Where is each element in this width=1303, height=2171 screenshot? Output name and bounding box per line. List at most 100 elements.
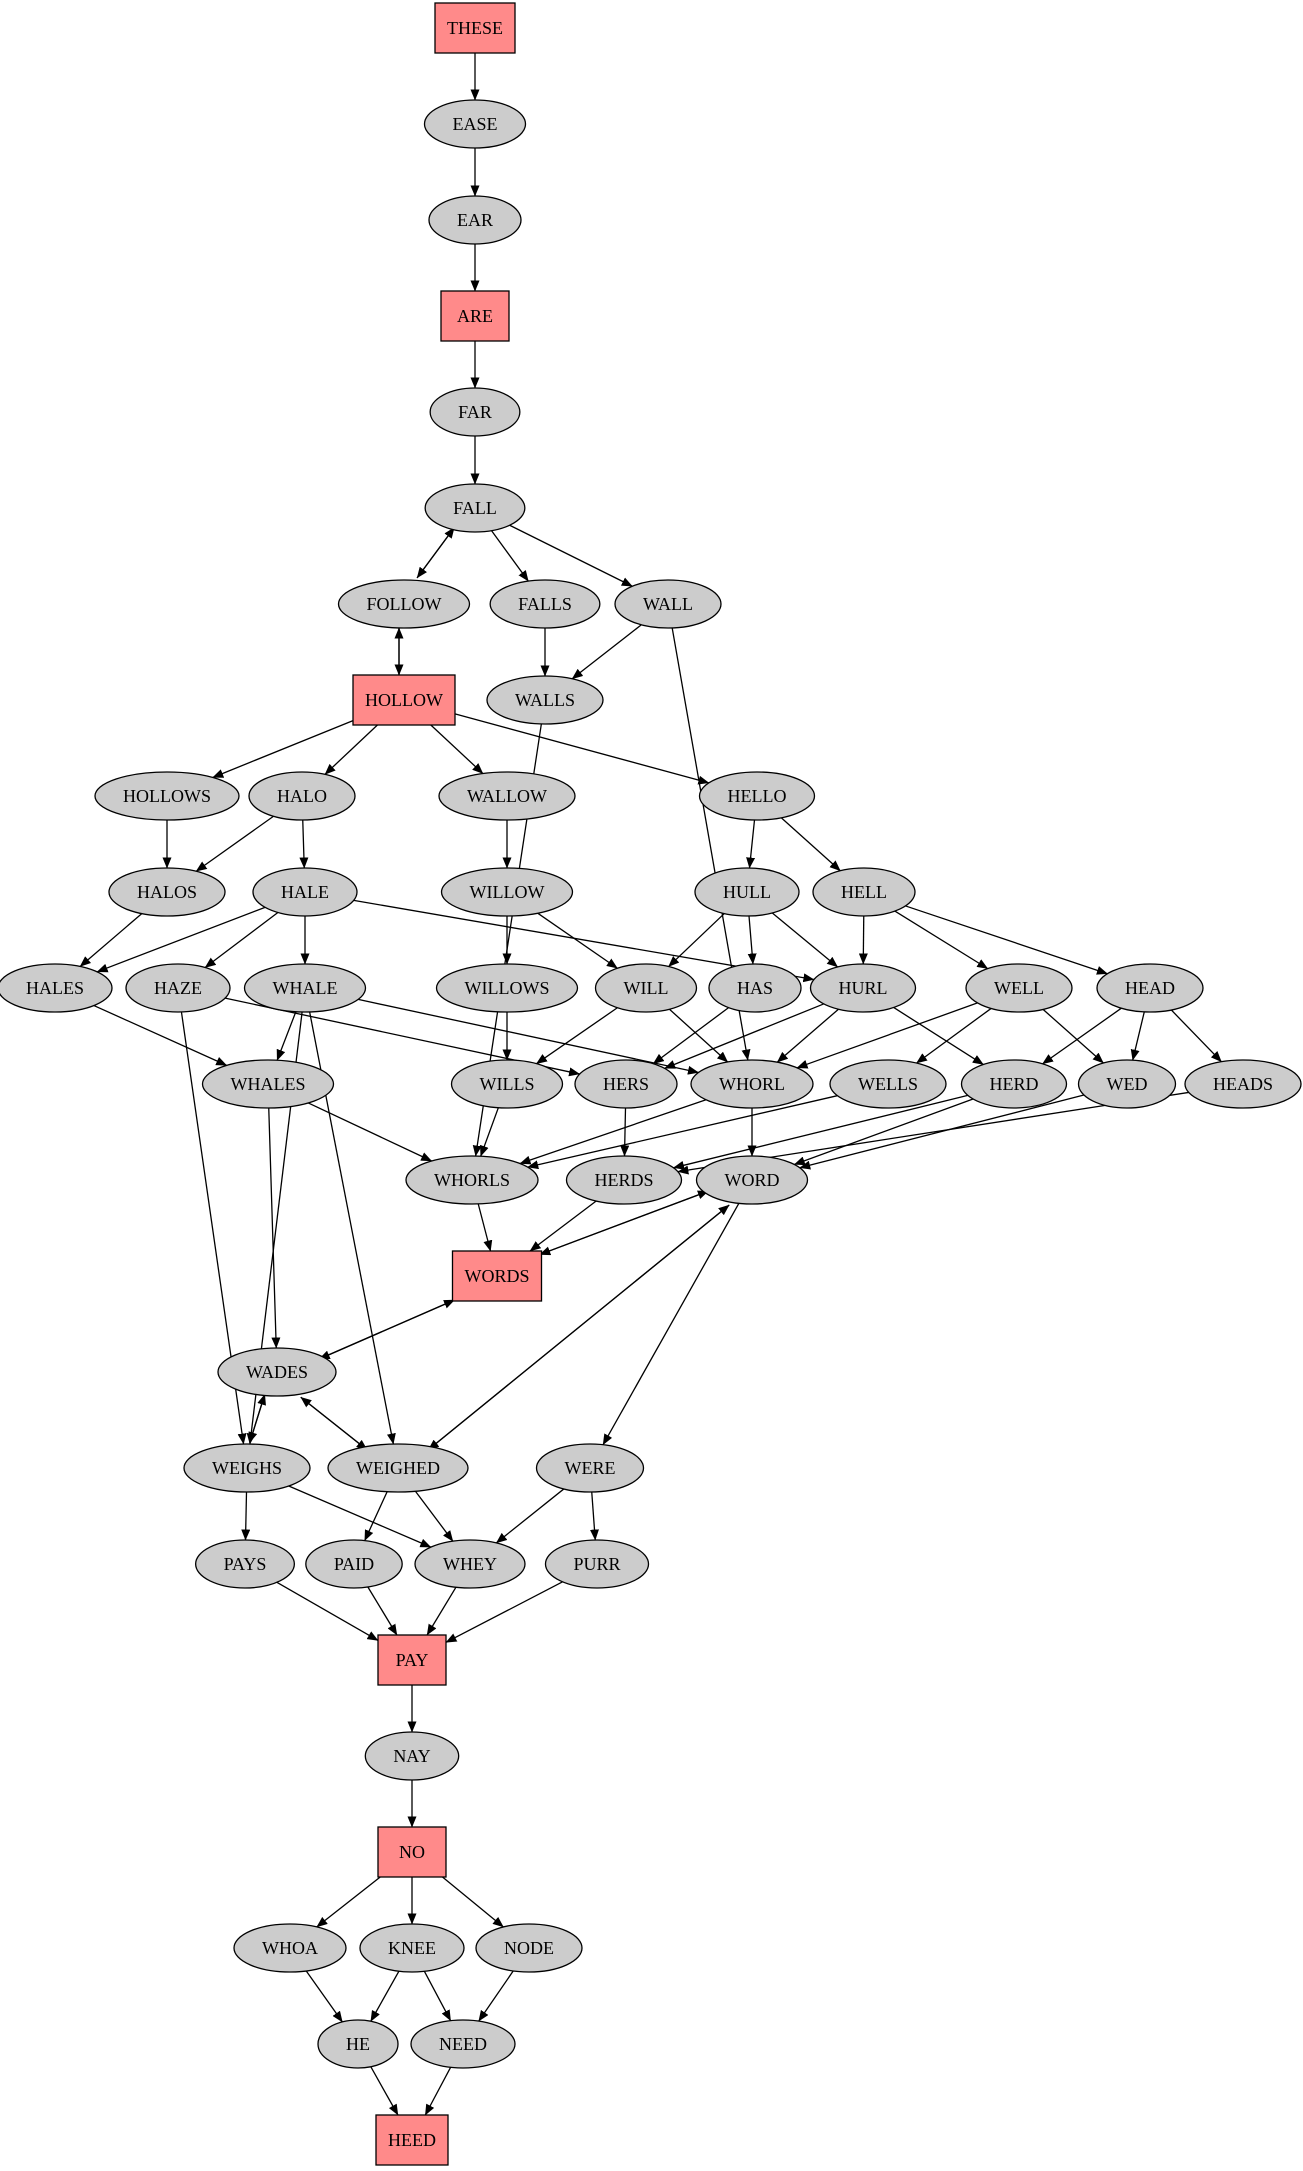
- edge-hell-to-well: [894, 910, 989, 970]
- edge-knee-to-need: [423, 1971, 452, 2022]
- node-haze: HAZE: [125, 963, 231, 1013]
- node-label-wades: WADES: [246, 1362, 308, 1382]
- node-label-willows: WILLOWS: [465, 978, 550, 998]
- edge-no-to-node: [442, 1876, 504, 1928]
- node-label-wall: WALL: [643, 594, 693, 614]
- node-ellipse-well: [965, 963, 1073, 1013]
- node-label-hale: HALE: [281, 882, 329, 902]
- node-box-are: [440, 290, 510, 342]
- node-label-has: HAS: [737, 978, 773, 998]
- edge-whale-to-whales: [276, 1011, 297, 1061]
- node-label-haze: HAZE: [154, 978, 202, 998]
- node-ellipse-willow: [440, 867, 574, 917]
- node-label-herd: HERD: [990, 1074, 1039, 1094]
- edge-hurl-to-herd: [893, 1006, 984, 1066]
- edge-follow-to-fall: [416, 527, 455, 579]
- edge-weighed-to-word: [427, 1204, 730, 1451]
- node-label-willow: WILLOW: [470, 882, 545, 902]
- node-label-hers: HERS: [603, 1074, 649, 1094]
- edge-paid-to-pay: [367, 1586, 398, 1636]
- node-label-hurl: HURL: [839, 978, 888, 998]
- node-label-hell: HELL: [841, 882, 887, 902]
- node-label-purr: PURR: [573, 1554, 620, 1574]
- node-ellipse-hale: [252, 867, 358, 917]
- node-ellipse-halo: [248, 771, 356, 821]
- node-willow: WILLOW: [440, 867, 574, 917]
- node-wed: WED: [1077, 1059, 1177, 1109]
- node-ellipse-he: [317, 2019, 399, 2069]
- node-label-whorls: WHORLS: [434, 1170, 510, 1190]
- node-no: NO: [377, 1826, 447, 1878]
- edge-hurl-to-whorl: [776, 1008, 839, 1063]
- node-far: FAR: [429, 387, 521, 437]
- node-wallow: WALLOW: [438, 771, 576, 821]
- edge-hell-to-head: [905, 905, 1108, 975]
- edge-halos-to-hales: [79, 913, 143, 967]
- edge-were-to-purr: [589, 1491, 599, 1541]
- edge-hello-to-hull: [746, 819, 756, 869]
- edge-well-to-whorl: [796, 1002, 978, 1069]
- node-paid: PAID: [305, 1539, 403, 1589]
- node-these: THESE: [434, 2, 516, 54]
- edge-has-to-hers: [652, 1007, 729, 1065]
- node-label-pays: PAYS: [224, 1554, 267, 1574]
- edge-will-to-whorl: [669, 1008, 729, 1063]
- node-ellipse-hull: [694, 867, 800, 917]
- edge-words-to-word: [539, 1190, 709, 1256]
- edge-hale-to-hales: [96, 906, 266, 973]
- node-label-halo: HALO: [277, 786, 327, 806]
- node-heed: HEED: [375, 2114, 449, 2166]
- node-box-pay: [377, 1634, 447, 1686]
- node-halo: HALO: [248, 771, 356, 821]
- node-label-ear: EAR: [457, 210, 493, 230]
- edge-hull-to-will: [668, 913, 725, 968]
- node-box-no: [377, 1826, 447, 1878]
- node-halos: HALOS: [108, 867, 226, 917]
- node-whales: WHALES: [201, 1059, 335, 1109]
- edge-willow-to-will: [537, 912, 618, 969]
- node-ellipse-ease: [423, 99, 527, 149]
- edge-weighed-to-paid: [364, 1491, 388, 1542]
- node-purr: PURR: [544, 1539, 650, 1589]
- edge-he-to-heed: [370, 2066, 399, 2116]
- node-label-will: WILL: [624, 978, 669, 998]
- edge-hollow-to-hello: [454, 713, 710, 785]
- node-need: NEED: [410, 2019, 516, 2069]
- node-hollow: HOLLOW: [352, 674, 456, 726]
- edge-whorls-to-words: [477, 1203, 493, 1252]
- node-ellipse-hello: [698, 771, 816, 821]
- edge-wades-to-words: [318, 1299, 455, 1360]
- edge-were-to-whey: [495, 1488, 565, 1544]
- edge-node-to-need: [478, 1970, 514, 2022]
- node-fall: FALL: [424, 483, 526, 533]
- node-box-these: [434, 2, 516, 54]
- node-label-head: HEAD: [1125, 978, 1175, 998]
- edge-wills-to-whorls: [480, 1107, 499, 1157]
- node-ellipse-far: [429, 387, 521, 437]
- node-label-no: NO: [399, 1842, 425, 1862]
- node-label-heads: HEADS: [1213, 1074, 1273, 1094]
- node-knee: KNEE: [359, 1923, 465, 1973]
- node-ellipse-walls: [486, 675, 604, 725]
- edge-herd-to-word: [793, 1098, 974, 1166]
- node-label-whey: WHEY: [443, 1554, 497, 1574]
- node-label-nay: NAY: [393, 1746, 430, 1766]
- node-ellipse-head: [1096, 963, 1204, 1013]
- node-ellipse-node: [475, 1923, 583, 1973]
- node-label-hales: HALES: [26, 978, 84, 998]
- edge-halo-to-hale: [299, 819, 309, 869]
- node-hello: HELLO: [698, 771, 816, 821]
- node-ellipse-paid: [305, 1539, 403, 1589]
- node-nay: NAY: [364, 1731, 460, 1781]
- node-ellipse-whey: [414, 1539, 526, 1589]
- edge-hull-to-hurl: [771, 912, 839, 968]
- edge-weighs-to-whey: [288, 1485, 432, 1548]
- node-walls: WALLS: [486, 675, 604, 725]
- edge-pays-to-pay: [276, 1581, 379, 1642]
- node-ellipse-hurl: [809, 963, 917, 1013]
- node-label-far: FAR: [458, 402, 492, 422]
- edge-halo-to-halos: [195, 815, 274, 872]
- edge-hollow-to-halo: [324, 724, 378, 775]
- node-ellipse-pays: [194, 1539, 296, 1589]
